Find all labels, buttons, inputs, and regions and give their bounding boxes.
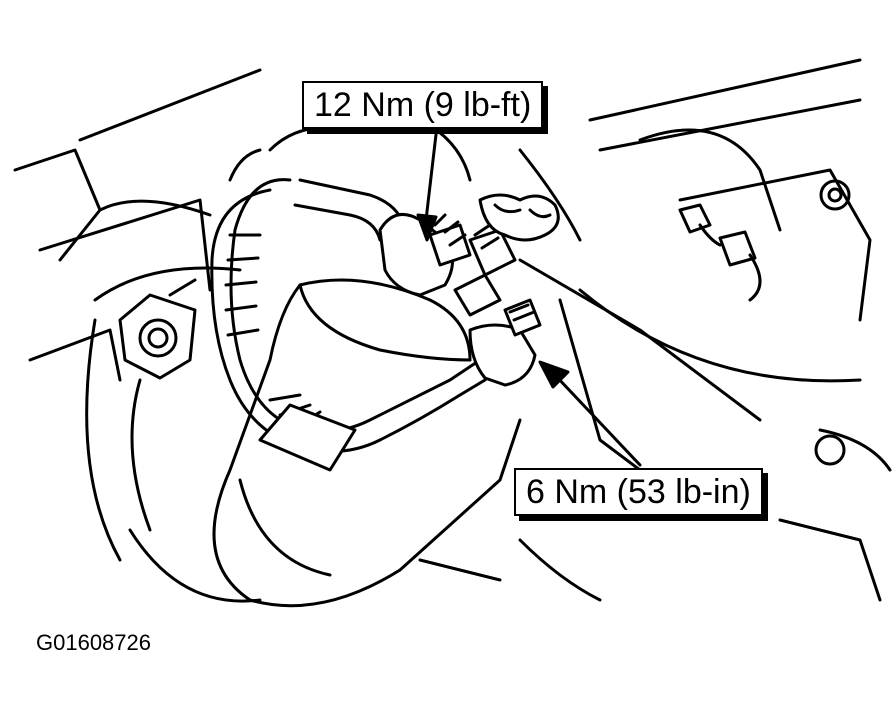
fittings [378,193,560,387]
bracket-nut [118,278,197,380]
bottom-torque-callout: 6 Nm (53 lb-in) [514,468,763,516]
leader-arrows [416,124,642,467]
background-structure [13,58,892,603]
top-torque-callout: 12 Nm (9 lb-ft) [302,81,544,129]
figure-id-label: G01608726 [36,630,151,655]
refrigerant-hose [210,178,487,472]
receiver-drier-canister [212,278,522,608]
pressure-switch-connector [678,203,762,302]
